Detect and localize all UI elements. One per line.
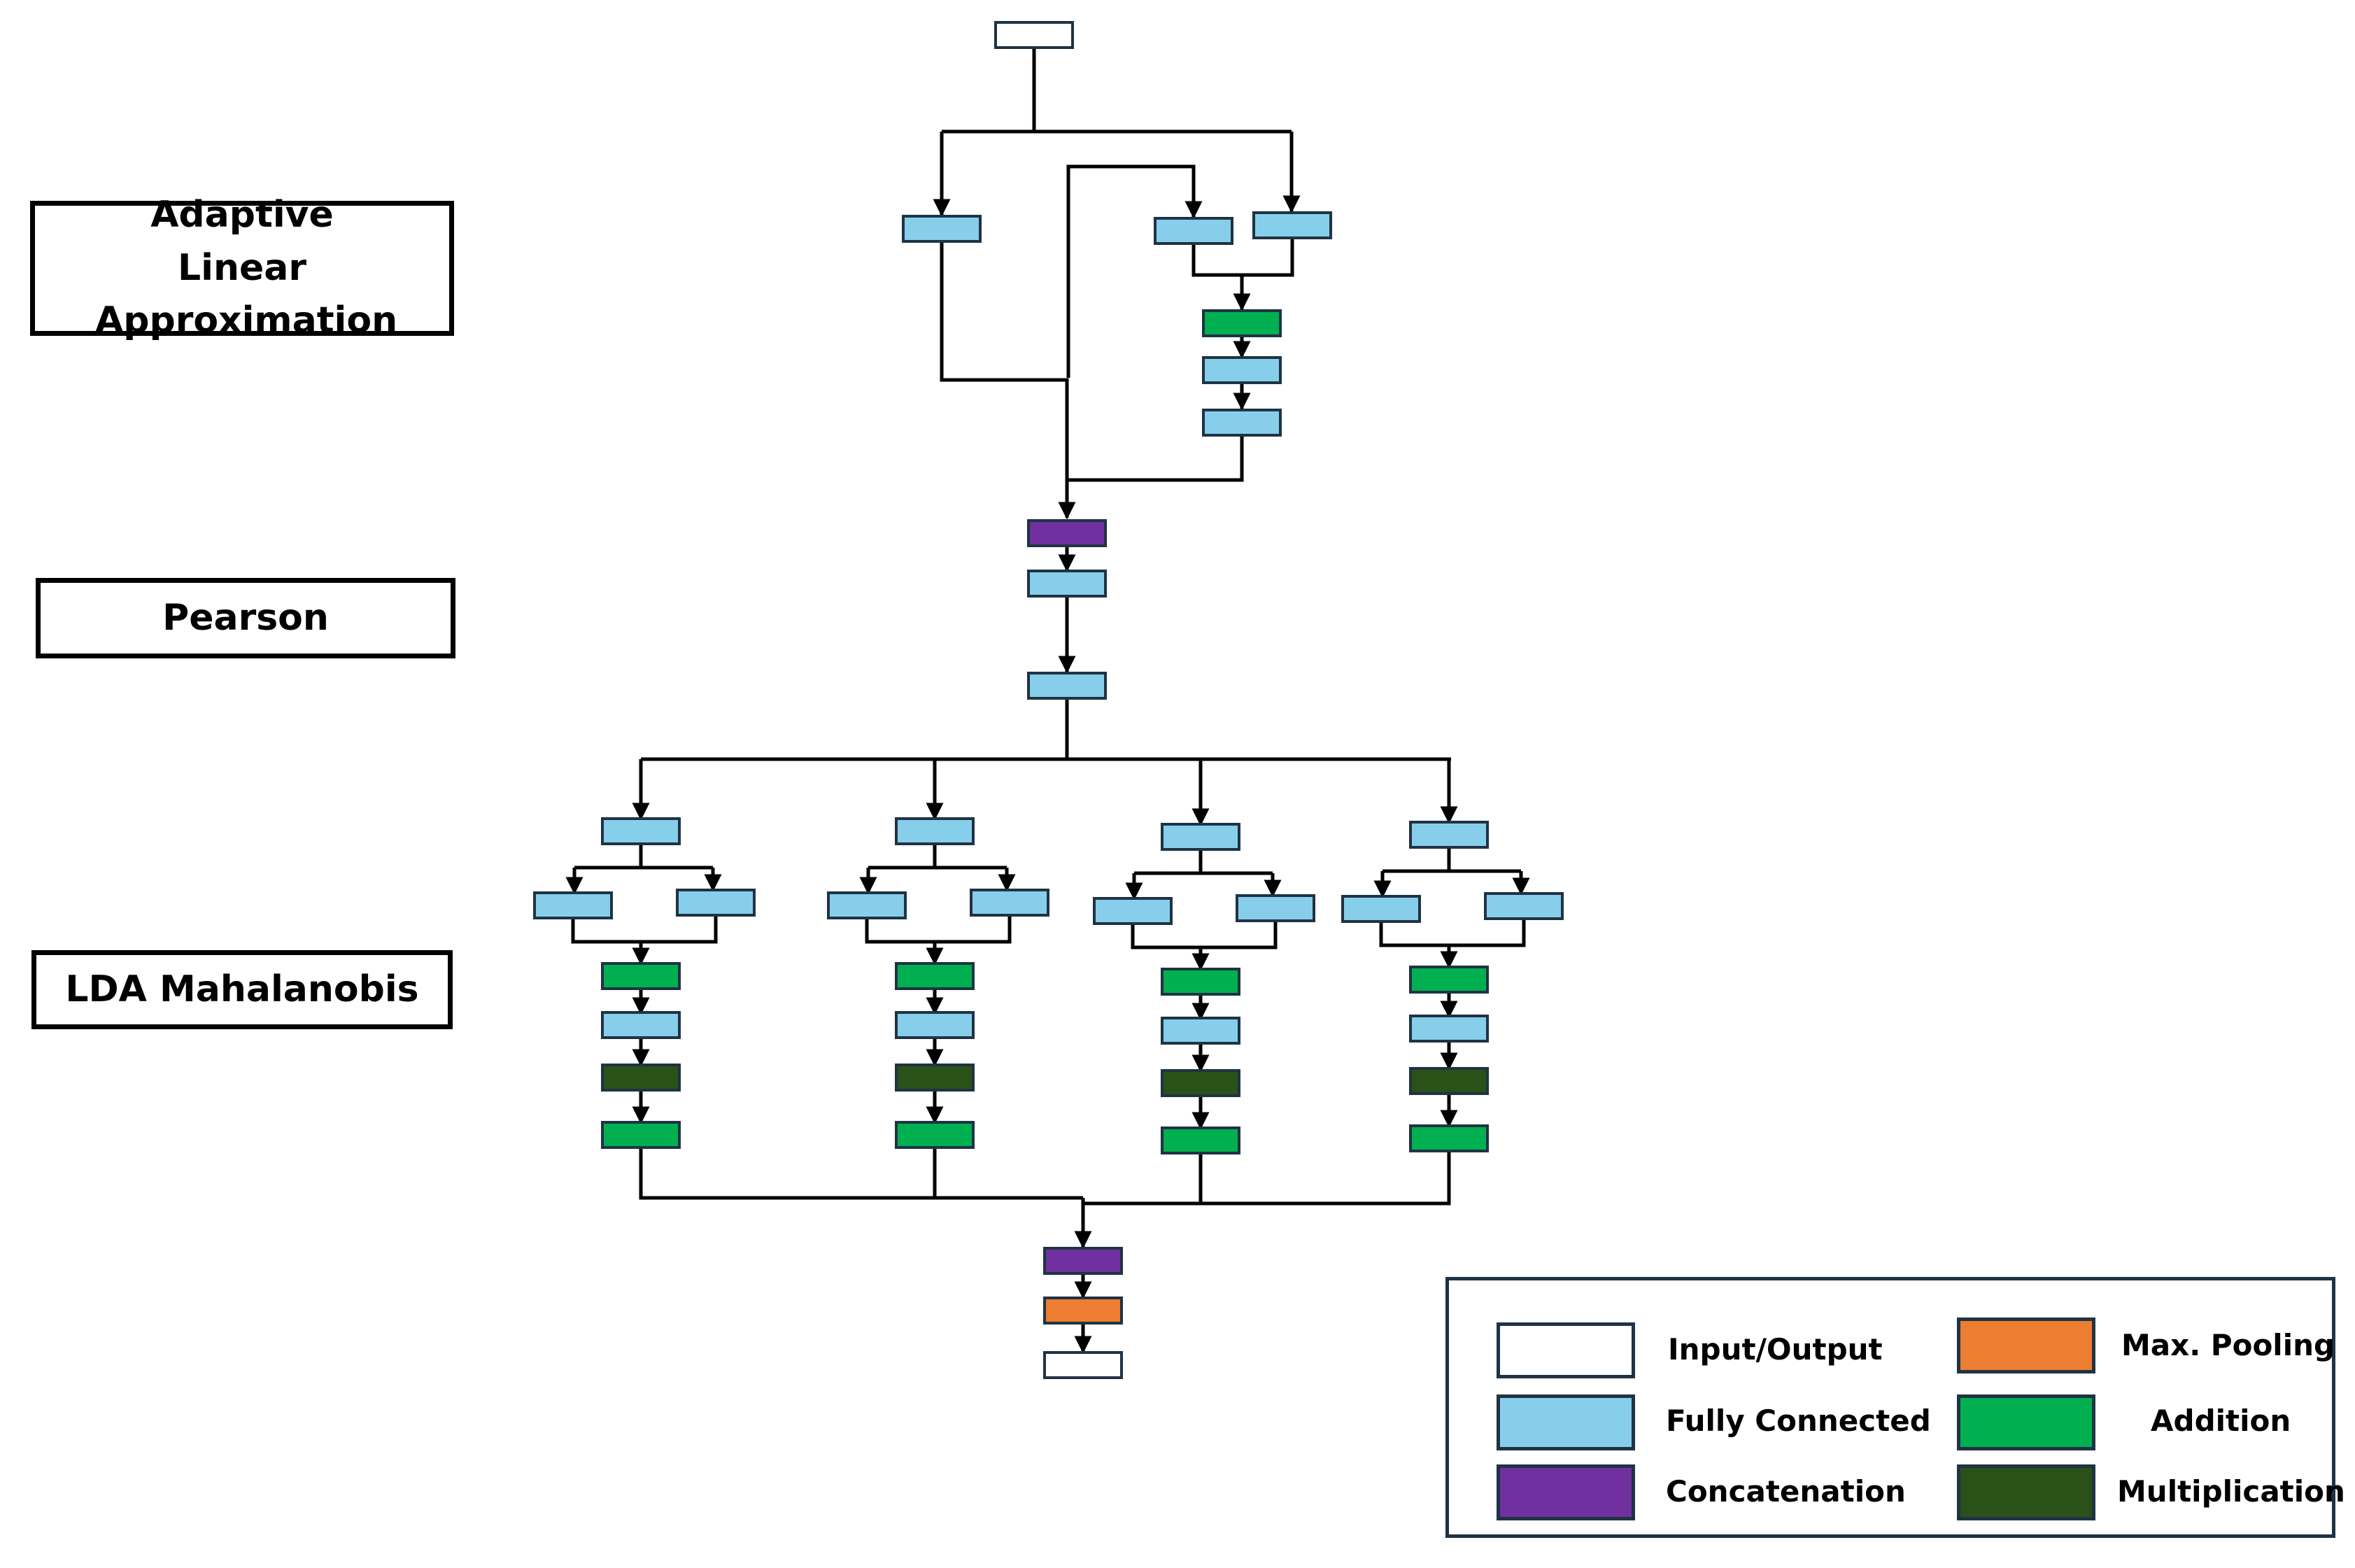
fully-connected-node: [1027, 570, 1107, 598]
legend-swatch-addition: [1957, 1394, 2095, 1450]
fully-connected-node: [1202, 409, 1282, 437]
fully-connected-node: [601, 817, 681, 845]
fully-connected-node: [1161, 1017, 1240, 1045]
flow-arrow: [940, 241, 1076, 520]
legend-swatch-multiplication: [1957, 1464, 2095, 1520]
legend-label-fully-connected: Fully Connected: [1666, 1404, 1931, 1438]
flow-line: [1242, 238, 1294, 277]
fully-connected-node: [676, 889, 756, 917]
fully-connected-node: [1409, 821, 1489, 849]
multiplication-node: [895, 1064, 975, 1092]
flow-line: [865, 915, 1012, 944]
flow-line: [1191, 243, 1242, 277]
concatenation-node: [1043, 1247, 1123, 1275]
addition-node: [1409, 966, 1489, 994]
addition-node: [1409, 1124, 1489, 1152]
legend-swatch-input-output: [1497, 1322, 1635, 1378]
fully-connected-node: [902, 215, 982, 243]
addition-node: [601, 1121, 681, 1149]
legend-label-multiplication: Multiplication: [2117, 1474, 2345, 1509]
fully-connected-node: [1341, 895, 1421, 923]
legend-label-max-pooling: Max. Pooling: [2121, 1328, 2335, 1362]
fully-connected-node: [827, 891, 907, 919]
legend: Input/Output Fully Connected Concatenati…: [1445, 1277, 2345, 1538]
flow-line: [1083, 1153, 1203, 1206]
legend-swatch-max-pooling: [1957, 1318, 2095, 1373]
addition-node: [601, 962, 681, 990]
flow-line: [1067, 435, 1244, 482]
flow-line: [1131, 921, 1278, 949]
flow-arrow: [1066, 164, 1203, 378]
fully-connected-node: [895, 1011, 975, 1039]
fully-connected-node: [1202, 356, 1282, 384]
fully-connected-node: [895, 817, 975, 845]
legend-label-addition: Addition: [2151, 1404, 2291, 1438]
max-pooling-node: [1043, 1297, 1123, 1325]
legend-label-concatenation: Concatenation: [1666, 1474, 1906, 1509]
addition-node: [1161, 1126, 1240, 1154]
concatenation-node: [1027, 519, 1107, 547]
multiplication-node: [1161, 1069, 1240, 1097]
fully-connected-node: [1093, 897, 1173, 925]
fully-connected-node: [533, 891, 613, 919]
section-label-lda-mahalanobis: LDA Mahalanobis: [31, 950, 453, 1029]
flow-line: [639, 1147, 1083, 1200]
legend-label-input-output: Input/Output: [1668, 1332, 1883, 1366]
fully-connected-node: [1236, 894, 1315, 922]
fully-connected-node: [1484, 892, 1564, 920]
flow-line: [1379, 919, 1526, 947]
fully-connected-node: [1161, 823, 1240, 851]
fully-connected-node: [970, 889, 1049, 917]
section-label-pearson: Pearson: [36, 578, 455, 658]
multiplication-node: [601, 1064, 681, 1092]
addition-node: [1161, 968, 1240, 996]
fully-connected-node: [1154, 217, 1233, 245]
legend-swatch-concatenation: [1497, 1464, 1635, 1520]
addition-node: [895, 1121, 975, 1149]
fully-connected-node: [601, 1011, 681, 1039]
fully-connected-node: [1027, 672, 1107, 700]
legend-swatch-fully-connected: [1497, 1394, 1635, 1450]
fully-connected-node: [1409, 1015, 1489, 1043]
section-label-text: LDA Mahalanobis: [65, 968, 419, 1010]
addition-node: [895, 962, 975, 990]
section-label-adaptive-linear-approximation: Adaptive Linear Approximation: [30, 194, 454, 341]
flow-line: [1201, 1151, 1451, 1206]
flow-line: [571, 915, 718, 944]
addition-node: [1202, 309, 1282, 337]
section-label-text: Adaptive Linear Approximation: [95, 194, 398, 342]
multiplication-node: [1409, 1067, 1489, 1095]
fully-connected-node: [1252, 211, 1332, 239]
input-output-node: [994, 21, 1074, 49]
input-output-node: [1043, 1351, 1123, 1379]
section-label-text: Pearson: [162, 596, 329, 639]
